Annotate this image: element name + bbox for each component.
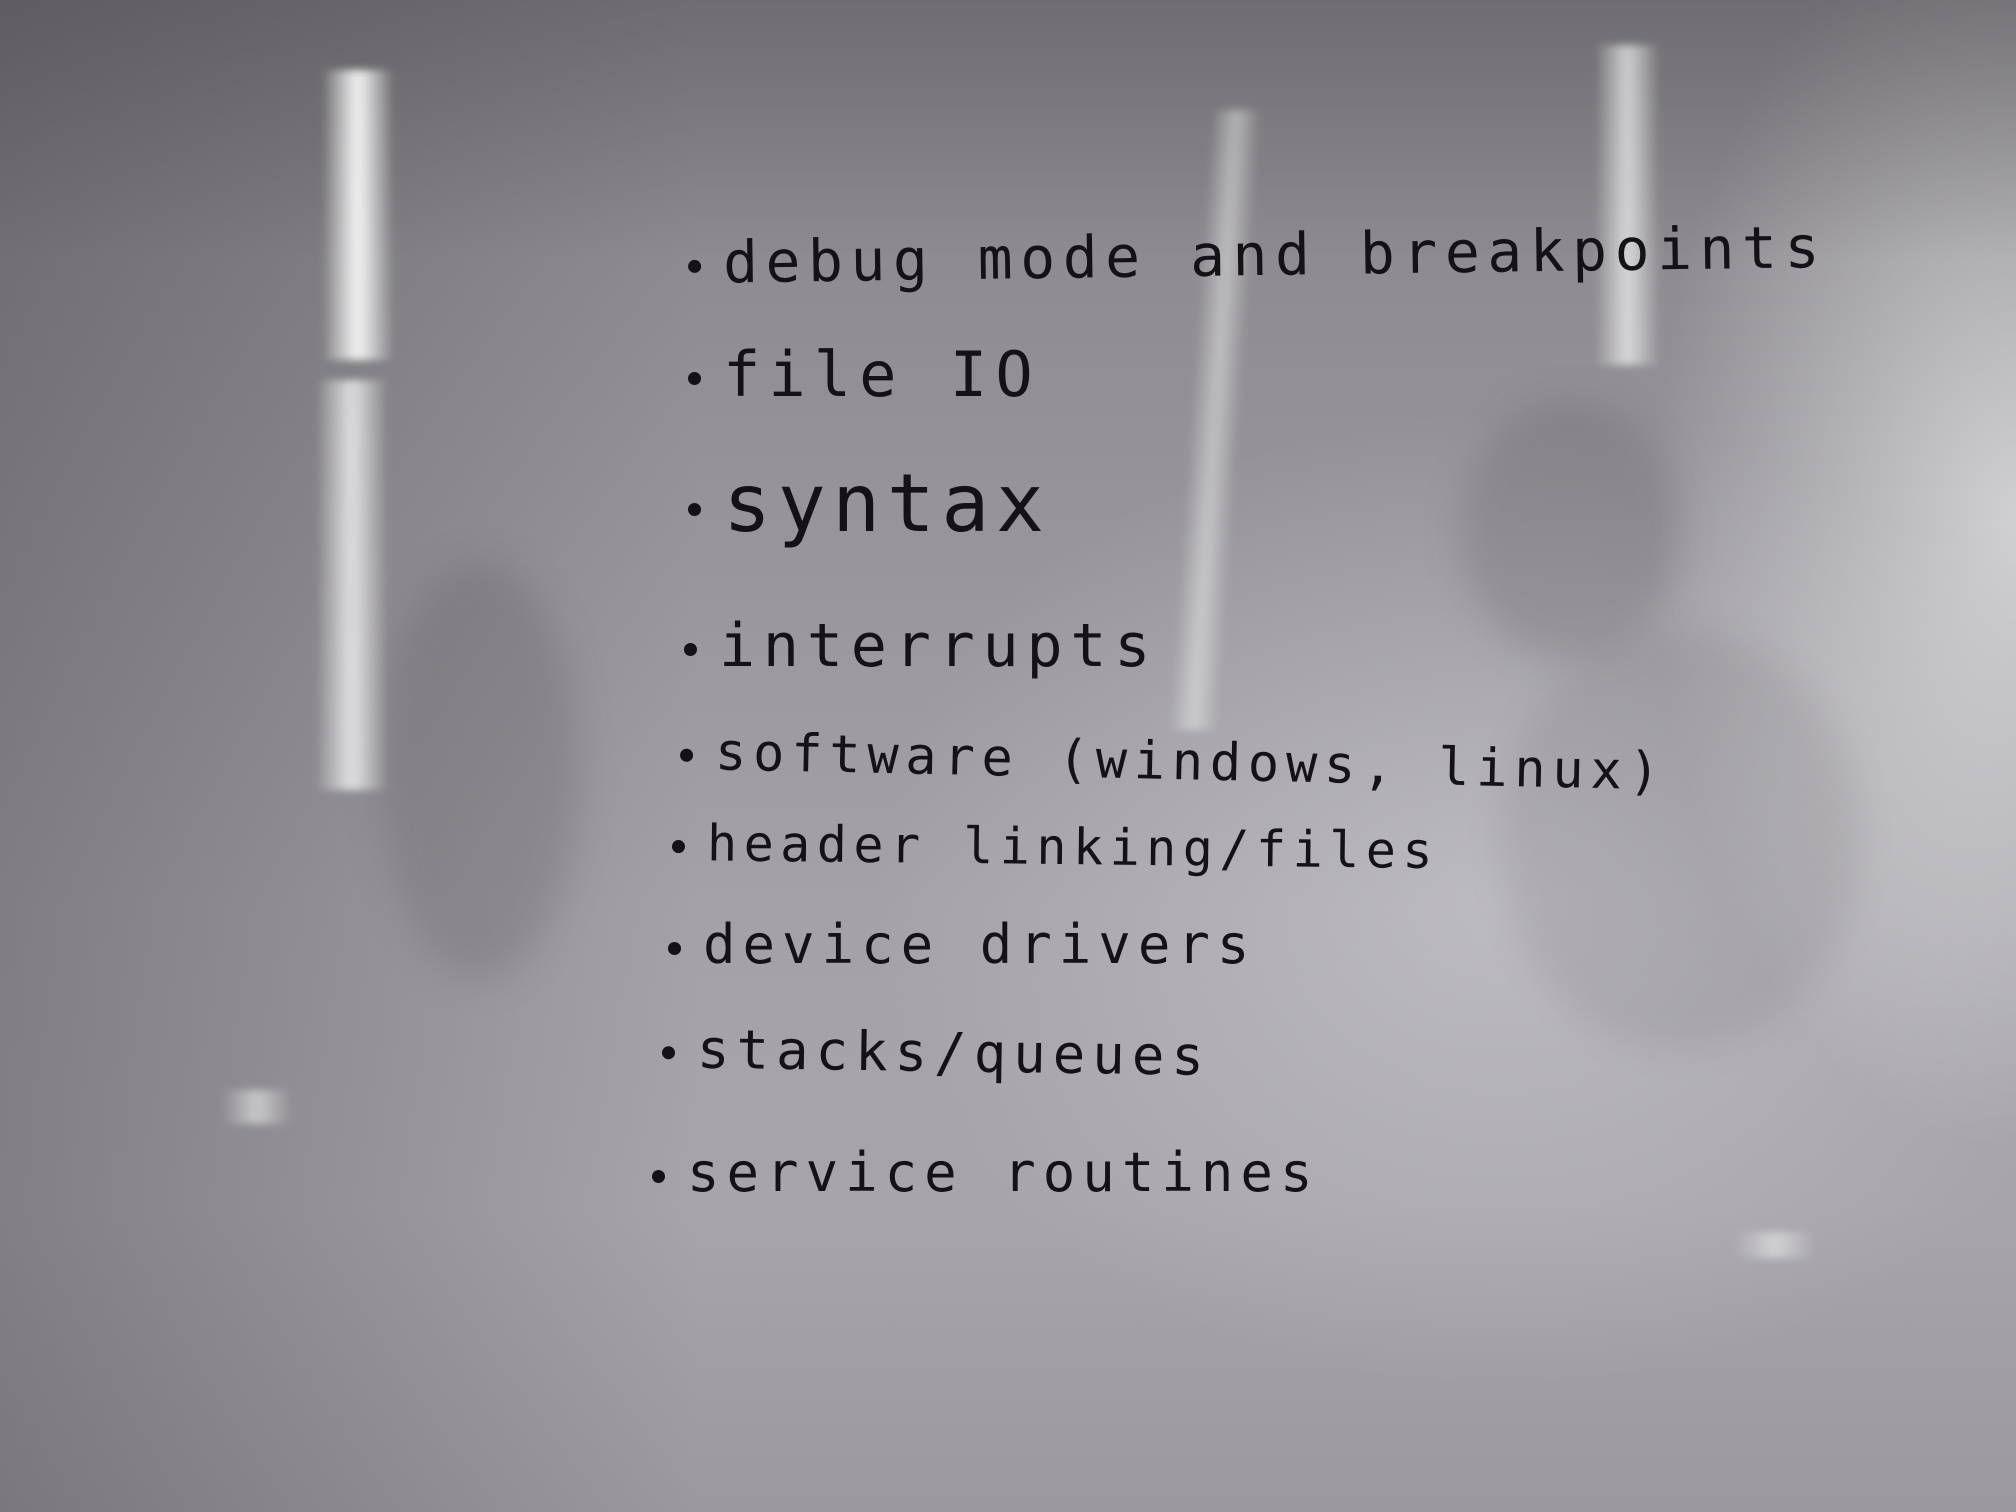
bullet-icon — [668, 941, 681, 955]
list-item-text: debug mode and breakpoints — [722, 213, 1828, 297]
light-glare — [1595, 45, 1660, 365]
person-reflection — [1500, 630, 1860, 1050]
list-item: software (windows, linux) — [679, 722, 1667, 802]
list-item-text: header linking/files — [706, 814, 1440, 881]
bullet-icon — [684, 642, 697, 656]
list-item: service routines — [652, 1146, 1320, 1200]
bullet-icon — [671, 839, 686, 854]
list-item-text: service routines — [687, 1141, 1320, 1204]
list-item-text: stacks/queues — [696, 1017, 1212, 1088]
list-item-text: device drivers — [703, 913, 1257, 976]
list-item-text: interrupts — [719, 611, 1159, 681]
bullet-icon — [652, 1169, 665, 1183]
list-item: syntax — [688, 464, 1050, 544]
list-item: header linking/files — [671, 814, 1439, 880]
list-item: debug mode and breakpoints — [688, 213, 1827, 296]
person-reflection — [1460, 400, 1680, 660]
list-item: stacks/queues — [661, 1018, 1211, 1088]
person-reflection — [380, 560, 580, 980]
bullet-icon — [679, 748, 694, 762]
list-item: interrupts — [684, 616, 1158, 676]
light-glare — [1735, 1232, 1815, 1258]
bullet-icon — [688, 372, 701, 386]
list-item: device drivers — [668, 918, 1256, 972]
bullet-icon — [688, 260, 702, 274]
light-glare — [322, 70, 394, 360]
bullet-icon — [661, 1046, 676, 1060]
bullet-icon — [688, 502, 701, 516]
light-glare — [316, 380, 388, 790]
light-glare — [222, 1090, 292, 1124]
list-item-text: file IO — [723, 338, 1041, 411]
list-item-text: software (windows, linux) — [714, 722, 1668, 803]
list-item-text: syntax — [723, 457, 1051, 550]
list-item: file IO — [688, 344, 1041, 406]
